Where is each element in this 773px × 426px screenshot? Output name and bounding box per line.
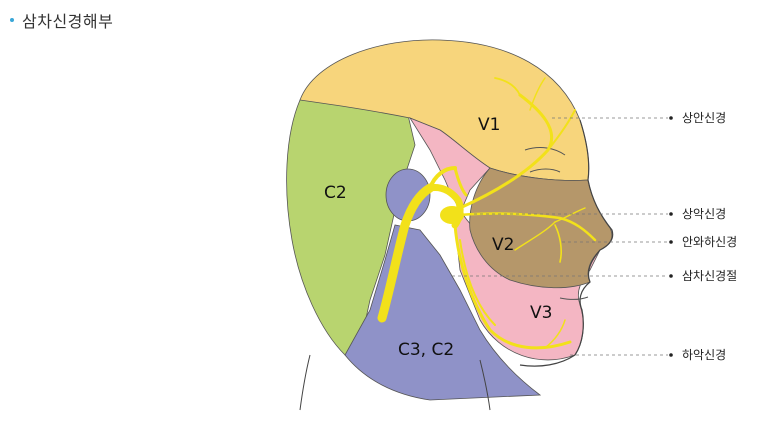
- zone-label-v1: V1: [478, 115, 500, 135]
- zone-label-v3: V3: [530, 303, 552, 323]
- trigeminal-nerve: [377, 77, 597, 350]
- callout-label: 상안신경: [682, 111, 726, 125]
- zone-label-v2: V2: [492, 235, 514, 255]
- mouth: [559, 296, 589, 300]
- eyebrow: [524, 147, 566, 156]
- callout-leaders: [452, 117, 668, 356]
- eye: [529, 168, 561, 173]
- face-profile-outline: [519, 119, 614, 367]
- zone-label-c2: C2: [324, 183, 347, 203]
- zone-label-c3c2: C3, C2: [398, 340, 454, 360]
- callout-label: 상악신경: [682, 207, 726, 221]
- page-header: 삼차신경해부: [10, 8, 113, 32]
- callout-dots: [669, 116, 673, 357]
- bullet-icon: [10, 18, 14, 22]
- callout-label: 안와하신경: [682, 235, 737, 249]
- callout-label: 하악신경: [682, 348, 726, 362]
- neck-line-back: [299, 354, 311, 411]
- neck-line-front: [479, 359, 491, 411]
- callout-label: 삼차신경절: [682, 269, 737, 283]
- page-title: 삼차신경해부: [22, 12, 114, 31]
